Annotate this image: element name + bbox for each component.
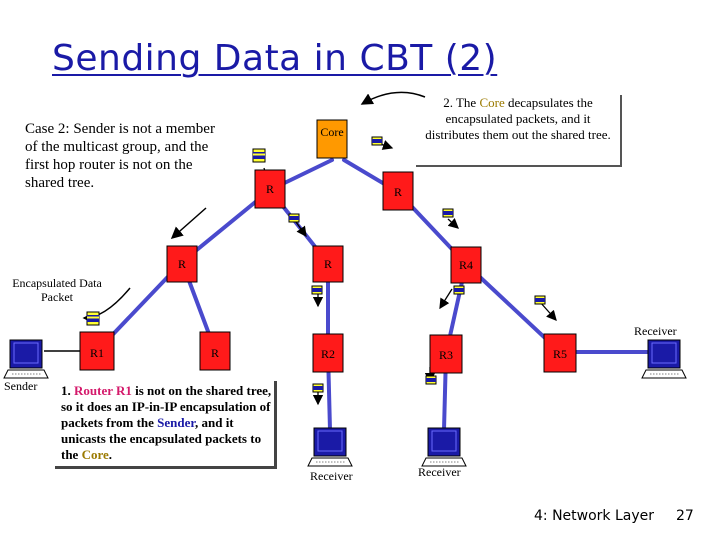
r1-note: 1. Router R1 is not on the shared tree, … [55,381,277,469]
r1-note-part: , and it unicasts the encapsulated packe… [61,415,262,462]
packet-r3 [453,285,465,295]
router-label-r2: R2 [321,347,335,361]
router-r [166,245,198,283]
core-highlight: Core [479,95,505,110]
packet-encapsulated [86,311,100,326]
router-label-r4: R4 [459,258,473,272]
receiver-r2-host [307,427,353,467]
core-label: Core [320,125,343,139]
arrow-r4 [447,218,459,229]
router-label-r3: R3 [439,348,453,362]
router-label-r1: R1 [90,346,104,360]
core-router [316,119,348,159]
receiver-right-host [641,339,687,379]
router-r3 [429,334,463,374]
receiver-label: Receiver [310,469,353,483]
arrow-r-center [295,221,307,238]
sender-highlight: Sender [157,415,195,430]
receiver-r3-host [421,427,467,467]
router-label-r5: R5 [553,347,567,361]
router-label: R [324,257,332,271]
r1-note-part: 1. [61,383,74,398]
router-r1 [79,331,115,371]
sender-host [3,339,49,379]
router-r [199,331,231,371]
router-label: R [178,257,186,271]
packet-core-right [371,136,383,146]
router-r-left [254,169,286,209]
r1-note-part: . [108,447,113,462]
packet-r2 [311,285,323,295]
router-label: R [266,182,274,196]
sender-label: Sender [4,379,37,393]
encapsulated-packet-label: Encapsulated Data Packet [12,276,102,304]
packet-r4 [442,208,454,218]
footer-text: 4: Network Layer [534,508,655,524]
arrow-r5 [539,301,557,321]
page-title: Sending Data in CBT (2) [52,38,498,79]
packet-r2-down [312,383,324,393]
core-note-pointer [360,91,426,105]
case2-pointer [170,207,207,239]
core-note: 2. The Core decapsulates the encapsulate… [416,95,622,167]
router-r5 [543,333,577,373]
router-r2 [312,333,344,373]
router-r4 [450,246,482,284]
core-highlight: Core [81,447,109,462]
receiver-label: Receiver [418,465,461,479]
case2-text: Case 2: Sender is not a member of the mu… [25,121,215,191]
routers [79,119,577,374]
router-label: R [211,346,219,360]
core-note-part: 2. The [443,95,480,110]
r1-note-part: is not on the shared tree, so it does an… [61,383,272,430]
router-r-center [312,245,344,283]
core-note-part: decapsulates the encapsulated packets, a… [425,95,611,142]
arrow-r3 [439,288,453,310]
packet-r3-down [425,375,437,385]
router-r1-highlight: Router R1 [74,383,132,398]
router-label: R [394,185,402,199]
receiver-label: Receiver [634,324,677,338]
router-r-right [382,171,414,211]
packet-r-center [288,213,300,223]
page-number: 27 [676,508,694,524]
packet-r5 [534,295,546,305]
packet-near-core [252,148,266,163]
